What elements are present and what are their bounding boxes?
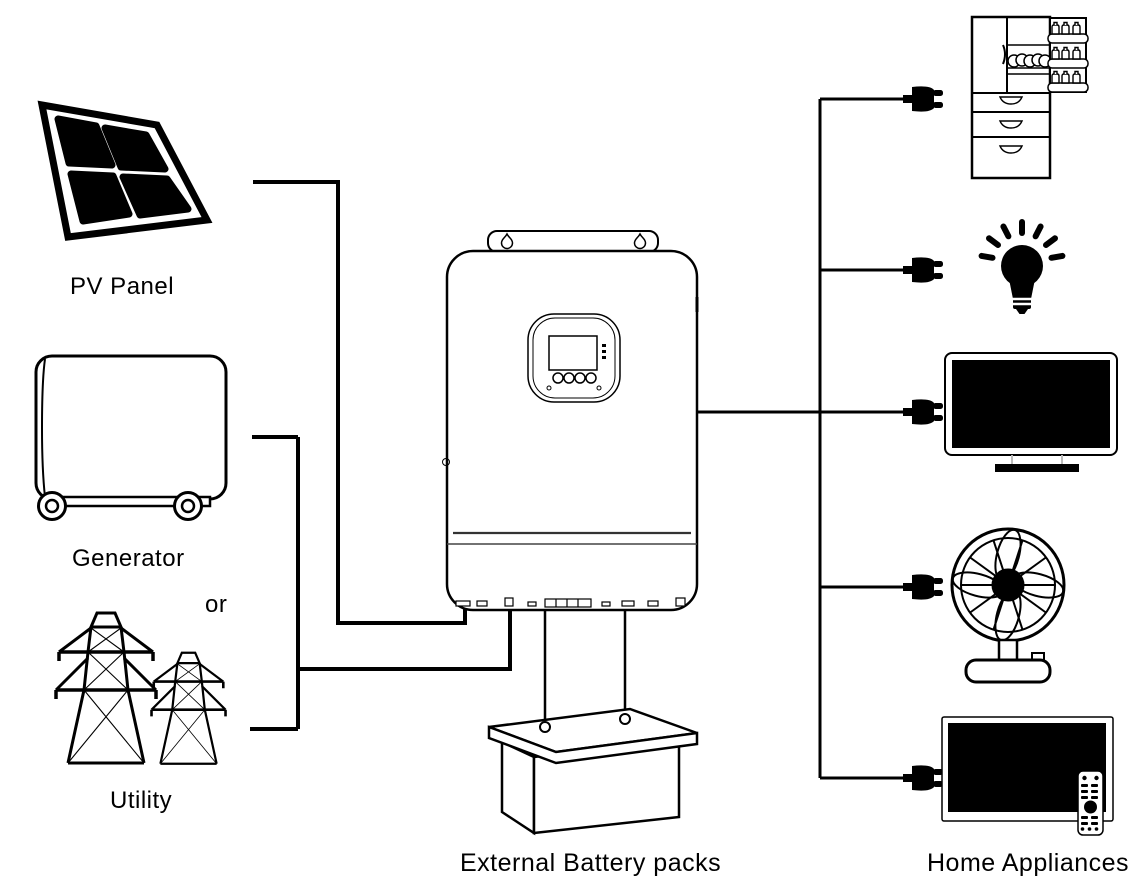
home-appliances-label: Home Appliances bbox=[927, 849, 1130, 877]
power-plug-icon bbox=[903, 574, 943, 600]
generator-utility-to-inverter-wire bbox=[250, 435, 512, 731]
solar-panel-icon bbox=[37, 100, 213, 241]
inverter-icon bbox=[442, 230, 699, 612]
electric-fan-icon bbox=[950, 527, 1066, 684]
fridge-door-shelves bbox=[1047, 17, 1089, 93]
battery-label: External Battery packs bbox=[460, 849, 722, 877]
pv-panel-label: PV Panel bbox=[70, 273, 175, 300]
inverter-buttons[interactable] bbox=[552, 372, 597, 384]
light-bulb-icon bbox=[978, 219, 1066, 314]
monitor-icon bbox=[944, 352, 1118, 472]
power-plug-icon bbox=[903, 86, 943, 112]
generator-icon bbox=[34, 354, 228, 521]
inverter-to-appliance-bus-wire bbox=[697, 97, 903, 780]
power-plug-icon bbox=[903, 257, 943, 283]
inverter-lcd bbox=[548, 335, 598, 371]
refrigerator-icon bbox=[970, 15, 1089, 180]
pv-to-inverter-wire bbox=[253, 180, 467, 625]
television-icon bbox=[941, 716, 1114, 822]
generator-label: Generator bbox=[72, 545, 185, 572]
battery-wires bbox=[543, 610, 627, 722]
remote-control-icon bbox=[1077, 770, 1104, 836]
utility-label: Utility bbox=[110, 787, 173, 814]
inverter-ports bbox=[455, 597, 686, 608]
utility-towers-icon bbox=[54, 611, 227, 766]
battery-pack-icon bbox=[487, 707, 699, 836]
power-plug-icon bbox=[903, 399, 943, 425]
inverter-indicator-marks bbox=[602, 344, 606, 359]
or-label: or bbox=[205, 591, 228, 618]
power-plug-icon bbox=[903, 765, 943, 791]
